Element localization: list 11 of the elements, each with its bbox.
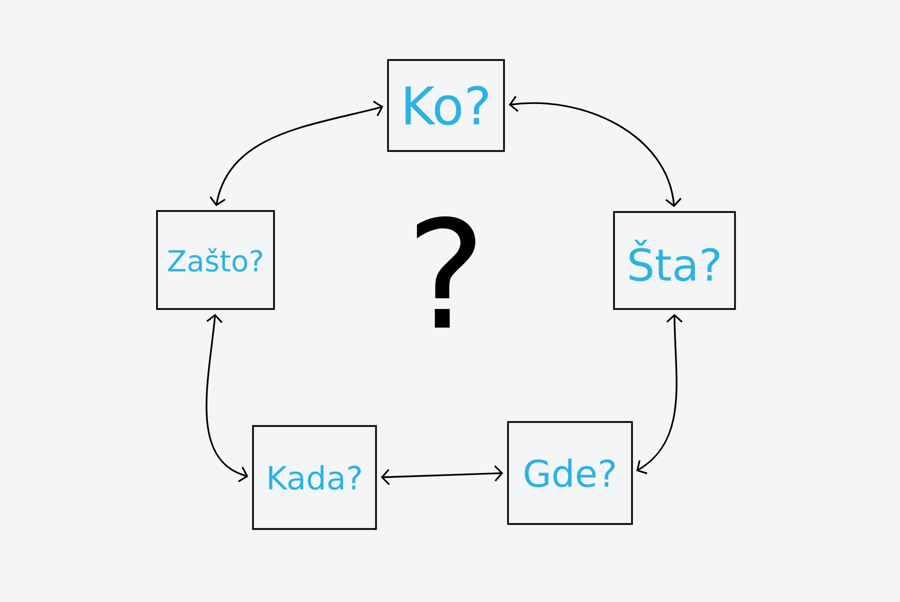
double-arrow <box>380 465 504 486</box>
question-box: Zašto? <box>156 210 275 310</box>
double-arrow <box>636 314 683 474</box>
double-arrow <box>206 314 248 482</box>
question-box: Kada? <box>252 425 377 530</box>
double-arrow <box>508 96 682 208</box>
question-mark: ? <box>416 216 476 328</box>
question-box: Ko? <box>387 59 505 152</box>
double-arrow <box>210 100 384 206</box>
question-box: Šta? <box>613 211 736 310</box>
question-box: Gde? <box>507 421 633 525</box>
